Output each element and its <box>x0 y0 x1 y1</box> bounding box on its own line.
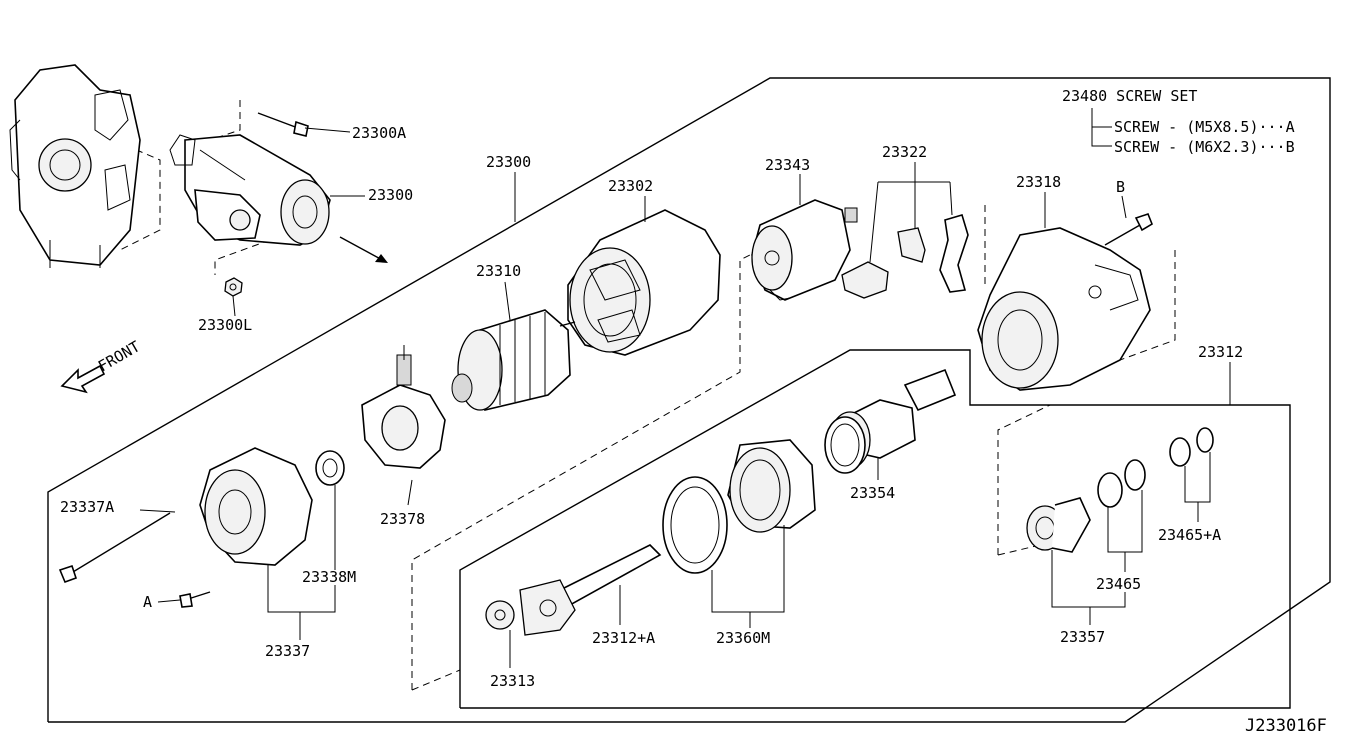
callout-23310: 23310 <box>476 262 521 280</box>
callout-23313: 23313 <box>490 672 535 690</box>
screw-set-title: 23480 SCREW SET <box>1062 87 1197 105</box>
callout-23354: 23354 <box>850 484 895 502</box>
lever-parts-23322-icon <box>841 214 969 299</box>
solenoid-23343-icon <box>751 199 858 301</box>
callout-23337a: 23337A <box>60 498 114 516</box>
callout-23343: 23343 <box>765 156 810 174</box>
callout-23338m: 23338M <box>302 568 356 586</box>
plate-23360m-icon <box>662 476 728 574</box>
armature-23310-icon <box>451 309 576 411</box>
drawing-code: J233016F <box>1245 716 1327 736</box>
yoke-23302-icon <box>567 209 721 356</box>
clip-23465a-icon <box>1169 427 1214 467</box>
end-frame-23337-icon <box>199 447 313 566</box>
callout-23300-group: 23300 <box>486 153 531 171</box>
screw-a-icon <box>179 591 211 608</box>
direction-arrow-icon <box>339 236 388 263</box>
starter-assembly-illustration <box>169 134 331 246</box>
callout-23312a: 23312+A <box>592 629 655 647</box>
screw-set-line-b: SCREW - (M6X2.3)···B <box>1114 138 1295 156</box>
callout-23300: 23300 <box>368 186 413 204</box>
callout-23360m: 23360M <box>716 629 770 647</box>
leader-lines <box>139 108 1231 668</box>
pinion-gear-23313-icon <box>485 600 515 630</box>
pinion-shaft-icon <box>519 544 662 636</box>
gear-23357-icon <box>1026 497 1091 553</box>
callout-b: B <box>1116 178 1125 196</box>
screw-set-line-a: SCREW - (M5X8.5)···A <box>1114 118 1295 136</box>
ring-23354-icon <box>824 416 866 474</box>
callout-23300l: 23300L <box>198 316 252 334</box>
bushing-23338m-icon <box>315 450 345 486</box>
screw-b-icon <box>1104 213 1153 246</box>
front-label: FRONT <box>95 337 143 375</box>
engine-block-illustration <box>9 64 141 268</box>
bolt-23300a-icon <box>257 112 309 137</box>
ring-23465-icon <box>1097 459 1146 508</box>
callout-23312: 23312 <box>1198 343 1243 361</box>
gear-housing-icon <box>727 439 816 533</box>
housing-23318-icon <box>977 227 1151 391</box>
callout-23465: 23465 <box>1096 575 1141 593</box>
callout-23322: 23322 <box>882 143 927 161</box>
callout-23302: 23302 <box>608 177 653 195</box>
callout-23318: 23318 <box>1016 173 1061 191</box>
callout-23357: 23357 <box>1060 628 1105 646</box>
callout-23465a: 23465+A <box>1158 526 1221 544</box>
nut-23300l-icon <box>224 277 243 297</box>
callout-23337: 23337 <box>265 642 310 660</box>
main-assembly-outline <box>47 77 1331 723</box>
callout-23378: 23378 <box>380 510 425 528</box>
callout-23300a: 23300A <box>352 124 406 142</box>
front-arrow-icon <box>60 364 106 394</box>
brush-holder-23378-icon <box>361 345 446 469</box>
callout-a: A <box>143 593 152 611</box>
long-bolt-23337a-icon <box>58 512 171 584</box>
